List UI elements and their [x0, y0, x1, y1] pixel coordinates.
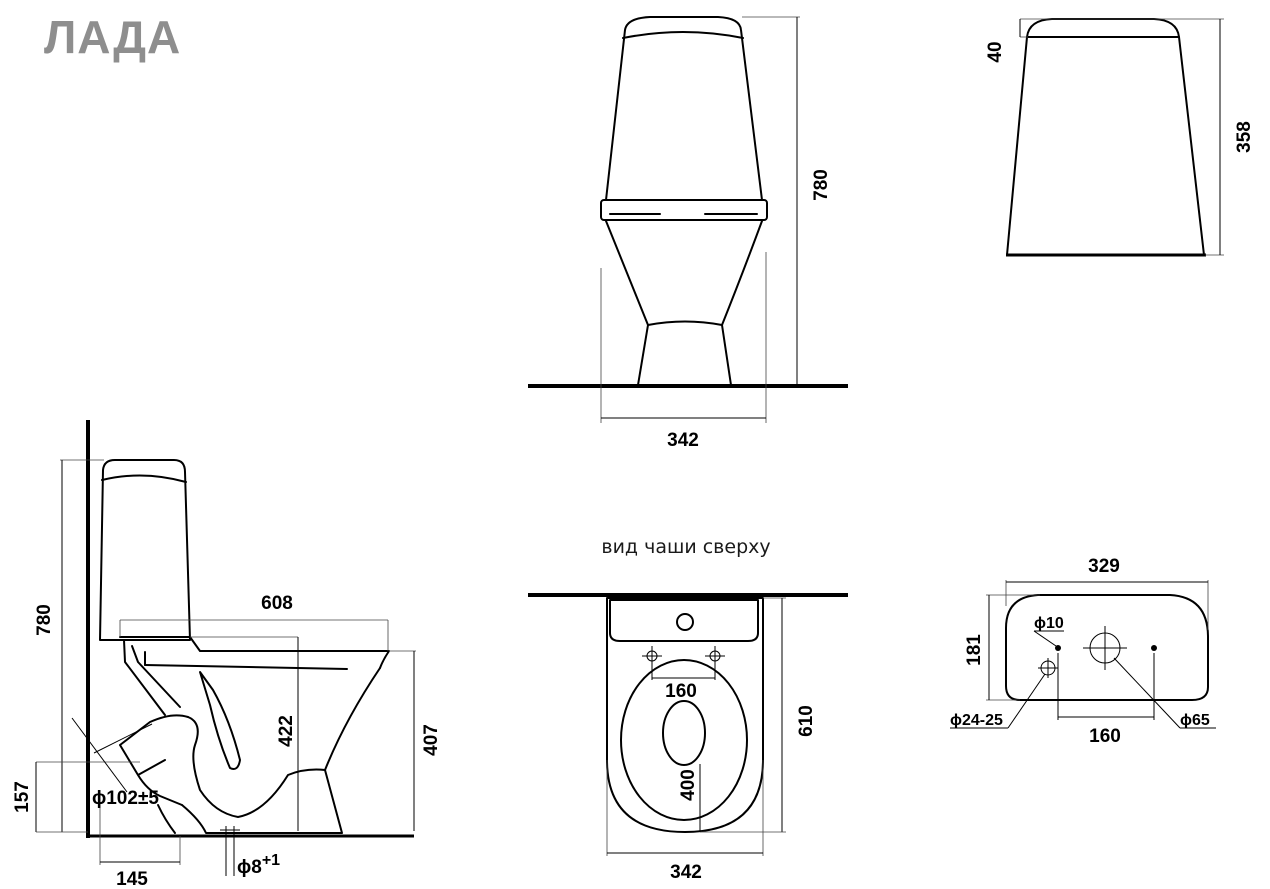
- bowl-opening: [662, 700, 706, 766]
- tank-top-view: 329 181 ϕ10 ϕ24-25 ϕ65 160: [950, 556, 1216, 747]
- tank-top-outline: [1005, 594, 1209, 701]
- side-length-label: 608: [261, 593, 293, 614]
- tank-lid-height-label: 40: [985, 41, 1006, 62]
- bowl-top-view: вид чаши сверху 160 400 610 342: [528, 536, 848, 883]
- front-view: 342 780: [528, 16, 848, 451]
- tank-hole-10: [1055, 645, 1061, 651]
- bowl-top-view-caption: вид чаши сверху: [601, 536, 770, 558]
- front-seat-rim: [600, 199, 768, 221]
- side-outlet-diameter-label: ϕ102±5: [92, 788, 159, 809]
- side-seat-outline: [119, 636, 390, 669]
- side-height-label: 780: [34, 604, 55, 636]
- tank-hole-right: [1151, 645, 1157, 651]
- side-407-label: 407: [421, 724, 442, 756]
- bowl-outline: [606, 597, 764, 833]
- front-tank-outline: [605, 16, 763, 201]
- bowl-water-inlet: [676, 613, 694, 631]
- tank-body-outline: [1006, 36, 1205, 256]
- tank-hole-spacing-label: 160: [1089, 726, 1121, 747]
- bowl-rim: [620, 659, 748, 821]
- tank-width-label: 329: [1088, 556, 1120, 577]
- side-view: 780 608 422 407 157 145 ϕ102±5 ϕ8+1: [12, 420, 442, 889]
- tank-view: 40 358: [985, 18, 1255, 257]
- bowl-opening-label: 400: [678, 769, 699, 801]
- front-height-label: 780: [811, 169, 832, 201]
- front-bowl-outline: [605, 220, 763, 386]
- bowl-depth-label: 610: [796, 705, 817, 737]
- tank-height-label: 358: [1234, 121, 1255, 153]
- side-outlet: [119, 714, 189, 806]
- side-422-label: 422: [276, 715, 297, 747]
- bowl-mount-spacing-label: 160: [665, 681, 697, 702]
- side-bowl-outline: [181, 667, 381, 834]
- tank-hole-65-label: ϕ65: [1180, 712, 1210, 729]
- front-width-label: 342: [667, 430, 699, 451]
- side-tank-outline: [99, 459, 191, 641]
- tank-depth-label: 181: [964, 634, 985, 666]
- side-145-label: 145: [116, 869, 148, 889]
- bowl-width-label: 342: [670, 862, 702, 883]
- tank-hole-24-25-label: ϕ24-25: [950, 712, 1003, 729]
- product-title: ЛАДА: [44, 11, 181, 63]
- side-anchor-label: ϕ8+1: [237, 852, 280, 878]
- tank-lid-outline: [1026, 18, 1180, 38]
- side-157-label: 157: [12, 781, 33, 813]
- tank-hole-10-label: ϕ10: [1034, 615, 1064, 632]
